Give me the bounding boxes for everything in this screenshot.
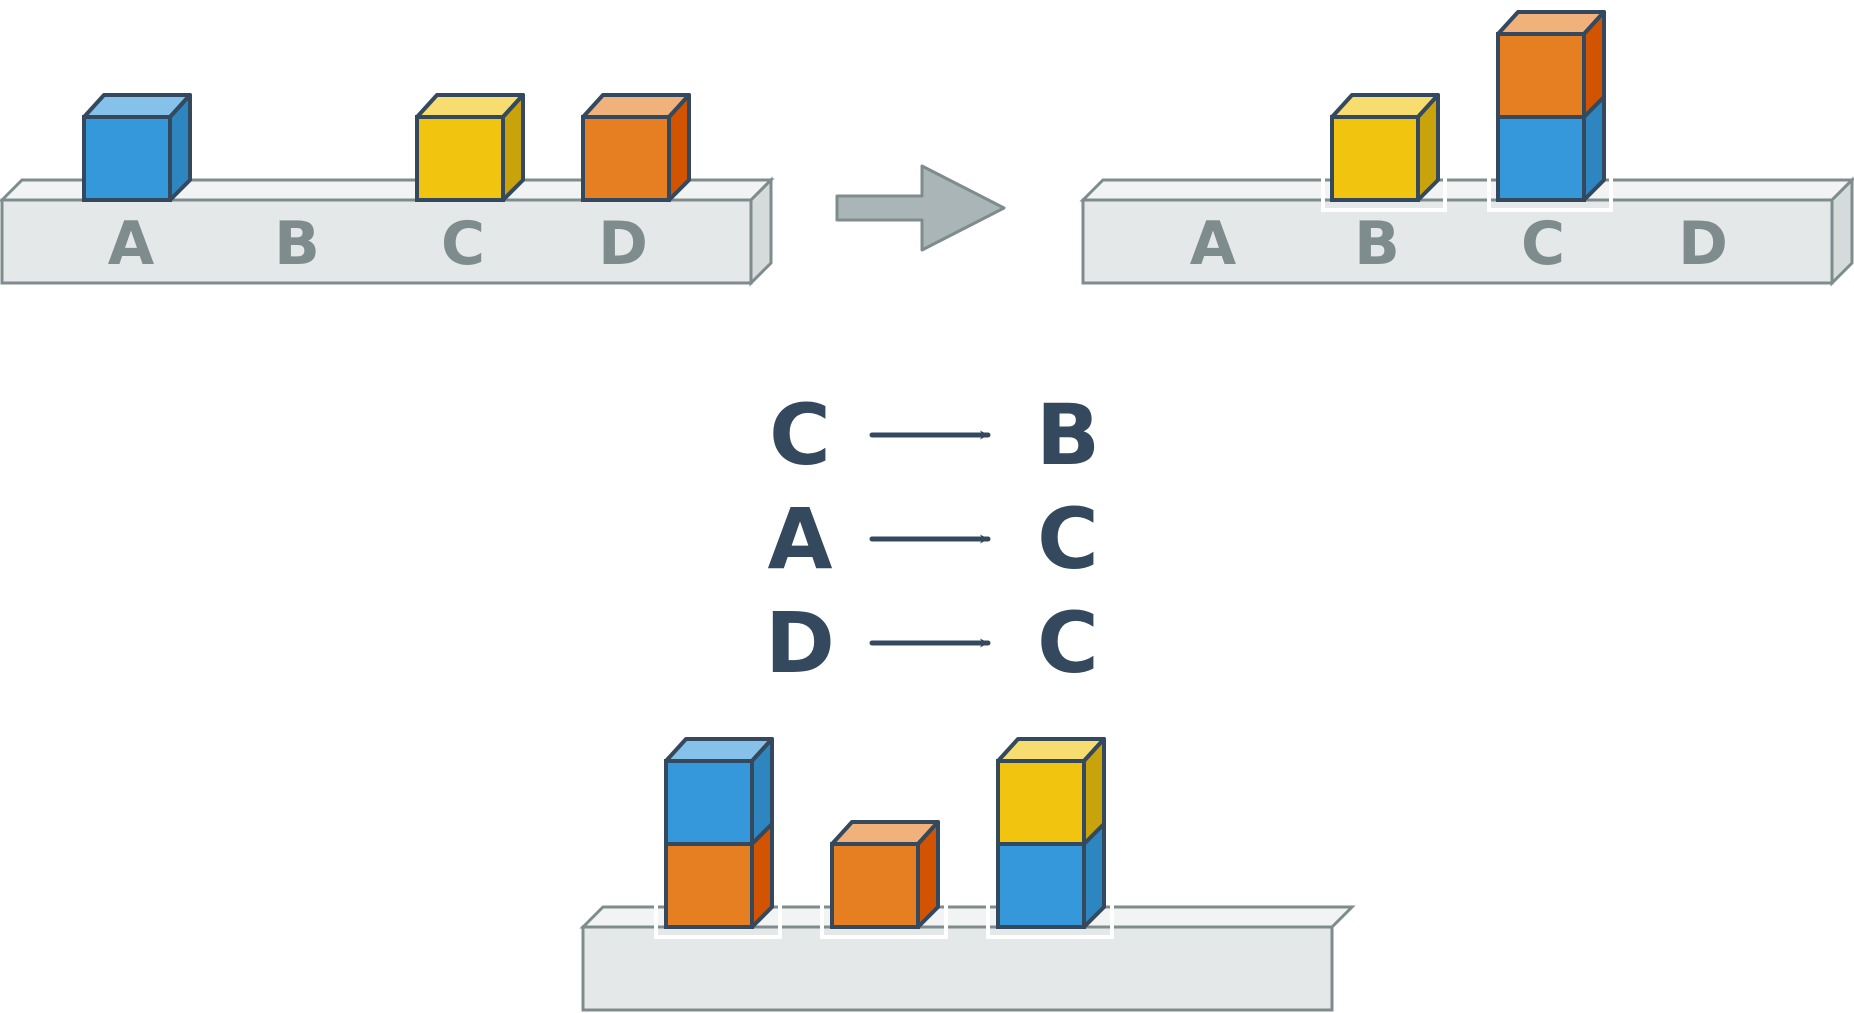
initial-label-a: A [108,209,155,279]
rule-to: C [1037,594,1099,692]
rule-to: C [1037,490,1099,588]
rule-row: D C [765,594,1099,692]
bottom-state-panel [579,737,1356,1012]
initial-cube-yellow-c [415,93,525,202]
result-label-a: A [1190,209,1237,279]
initial-label-d: D [598,209,648,279]
rule-to: B [1036,386,1100,484]
bottom-cube-orange [830,842,920,929]
result-label-c: C [1521,209,1565,279]
bottom-cube-orange [664,842,754,929]
result-shelf [1079,176,1854,287]
initial-cube-orange-d [581,93,691,202]
bottom-stack-1 [664,737,774,929]
initial-cube-blue-a [82,93,192,202]
bottom-stack-3 [996,737,1106,929]
rule-from: C [769,386,831,484]
result-stack-c [1496,10,1606,202]
bottom-stack-2 [830,820,940,929]
initial-shelf [0,176,775,287]
bottom-shelf [579,905,1356,1012]
initial-label-c: C [441,209,485,279]
bottom-cube-blue [664,759,754,846]
rule-from: D [765,594,835,692]
transition-arrow [835,164,1006,252]
result-label-b: B [1354,209,1400,279]
rule-from: A [767,490,832,588]
result-cube-orange-c [1496,32,1586,119]
rules-list: C B A C D C [765,386,1100,692]
rule-row: A C [767,490,1098,588]
initial-state-panel: A B C D [0,93,775,287]
result-cube-yellow-b [1330,93,1440,202]
bottom-cube-blue [996,842,1086,929]
result-cube-blue-c [1496,115,1586,202]
result-state-panel: A B C D [1079,10,1854,287]
rule-row: C B [769,386,1100,484]
result-label-d: D [1678,209,1728,279]
initial-label-b: B [274,209,320,279]
bottom-cube-yellow [996,759,1086,846]
